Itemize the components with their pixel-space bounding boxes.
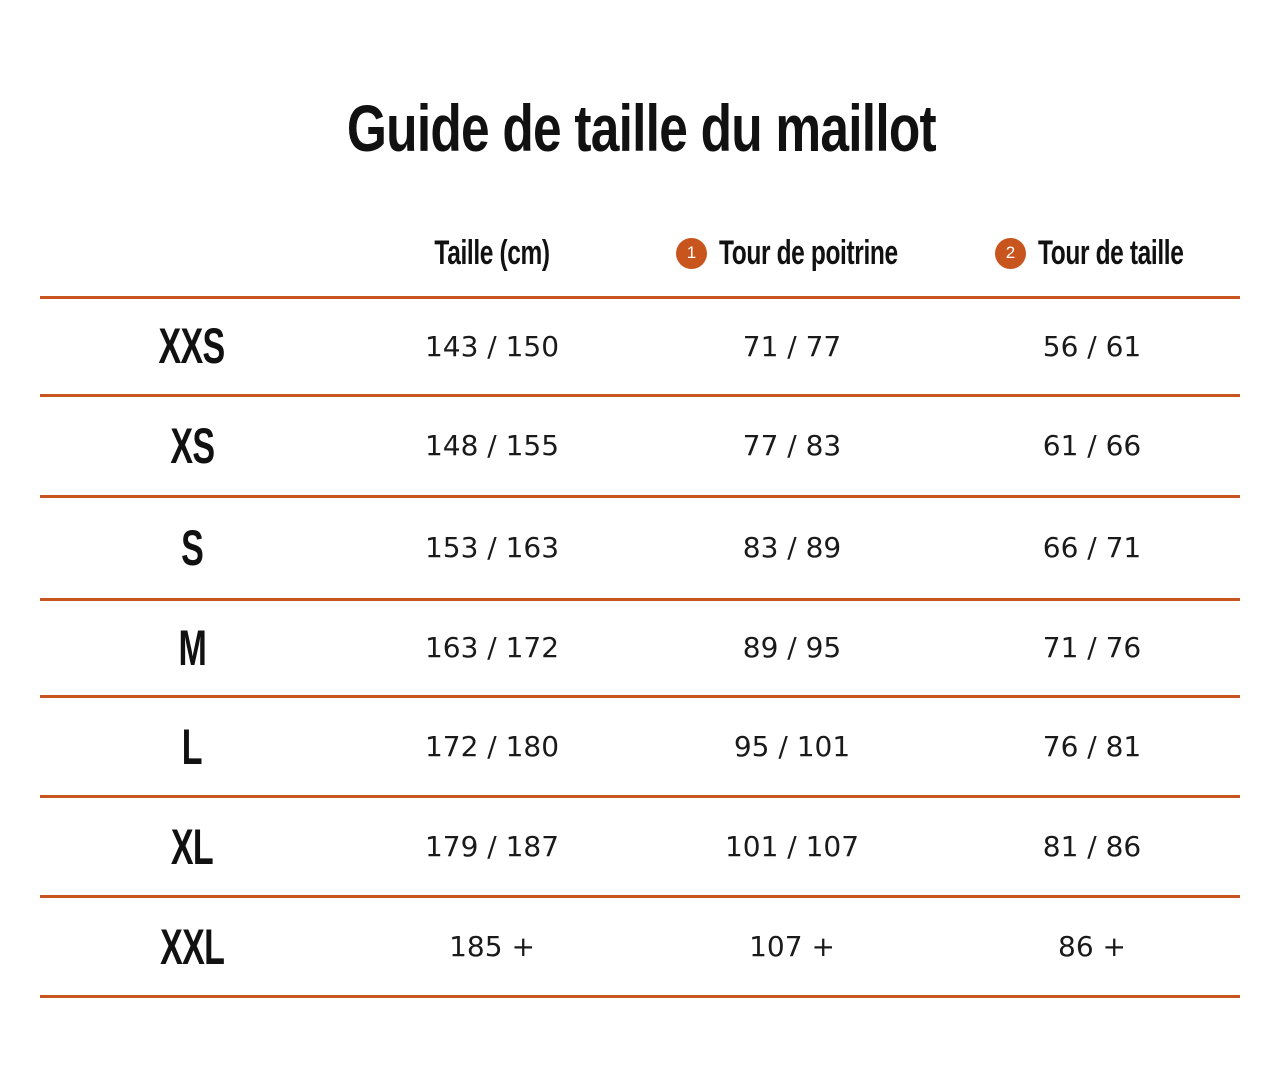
height-value: 179 / 187 xyxy=(424,830,560,863)
size-label: S xyxy=(180,519,204,576)
header-waist-label: Tour de taille xyxy=(1038,233,1184,272)
size-label: XS xyxy=(169,417,215,474)
header-height-label: Taille (cm) xyxy=(434,233,550,272)
size-label: XL xyxy=(170,818,214,875)
table-row: L 172 / 180 95 / 101 76 / 81 xyxy=(40,695,1240,795)
height-value: 148 / 155 xyxy=(424,429,560,462)
chest-value: 101 / 107 xyxy=(724,830,860,863)
waist-value: 61 / 66 xyxy=(1042,429,1142,462)
chest-value: 89 / 95 xyxy=(742,631,842,664)
height-value: 185 + xyxy=(449,930,535,963)
size-table: XXS 143 / 150 71 / 77 56 / 61 XS 148 / 1… xyxy=(40,296,1240,998)
waist-value: 76 / 81 xyxy=(1042,730,1142,763)
table-row: XXS 143 / 150 71 / 77 56 / 61 xyxy=(40,296,1240,394)
header-waist: 2 Tour de taille xyxy=(942,228,1242,278)
height-value: 153 / 163 xyxy=(424,531,560,564)
waist-value: 71 / 76 xyxy=(1042,631,1142,664)
waist-value: 86 + xyxy=(1058,930,1126,963)
chest-value: 95 / 101 xyxy=(733,730,851,763)
header-chest-label: Tour de poitrine xyxy=(719,233,898,272)
table-row: XL 179 / 187 101 / 107 81 / 86 xyxy=(40,795,1240,895)
size-label: XXS xyxy=(158,318,226,374)
height-value: 163 / 172 xyxy=(424,631,560,664)
size-label: XXL xyxy=(159,918,225,975)
chest-value: 77 / 83 xyxy=(742,429,842,462)
table-row: XXL 185 + 107 + 86 + xyxy=(40,895,1240,998)
chest-number-badge-icon: 1 xyxy=(676,237,707,269)
table-header: Taille (cm) 1 Tour de poitrine 2 Tour de… xyxy=(40,228,1240,278)
header-height: Taille (cm) xyxy=(342,228,642,278)
waist-value: 66 / 71 xyxy=(1042,531,1142,564)
waist-value: 56 / 61 xyxy=(1042,329,1142,363)
size-label: L xyxy=(181,718,203,775)
height-value: 143 / 150 xyxy=(424,329,560,363)
waist-value: 81 / 86 xyxy=(1042,830,1142,863)
size-label: M xyxy=(178,619,206,676)
table-row: XS 148 / 155 77 / 83 61 / 66 xyxy=(40,393,1240,495)
page-title: Guide de taille du maillot xyxy=(346,91,937,165)
table-row: M 163 / 172 89 / 95 71 / 76 xyxy=(40,597,1240,696)
chest-value: 83 / 89 xyxy=(742,531,842,564)
chest-value: 107 + xyxy=(749,930,835,963)
height-value: 172 / 180 xyxy=(424,730,560,763)
table-row: S 153 / 163 83 / 89 66 / 71 xyxy=(40,494,1240,598)
chest-value: 71 / 77 xyxy=(742,329,842,363)
header-chest: 1 Tour de poitrine xyxy=(642,228,942,278)
waist-number-badge-icon: 2 xyxy=(995,237,1026,269)
